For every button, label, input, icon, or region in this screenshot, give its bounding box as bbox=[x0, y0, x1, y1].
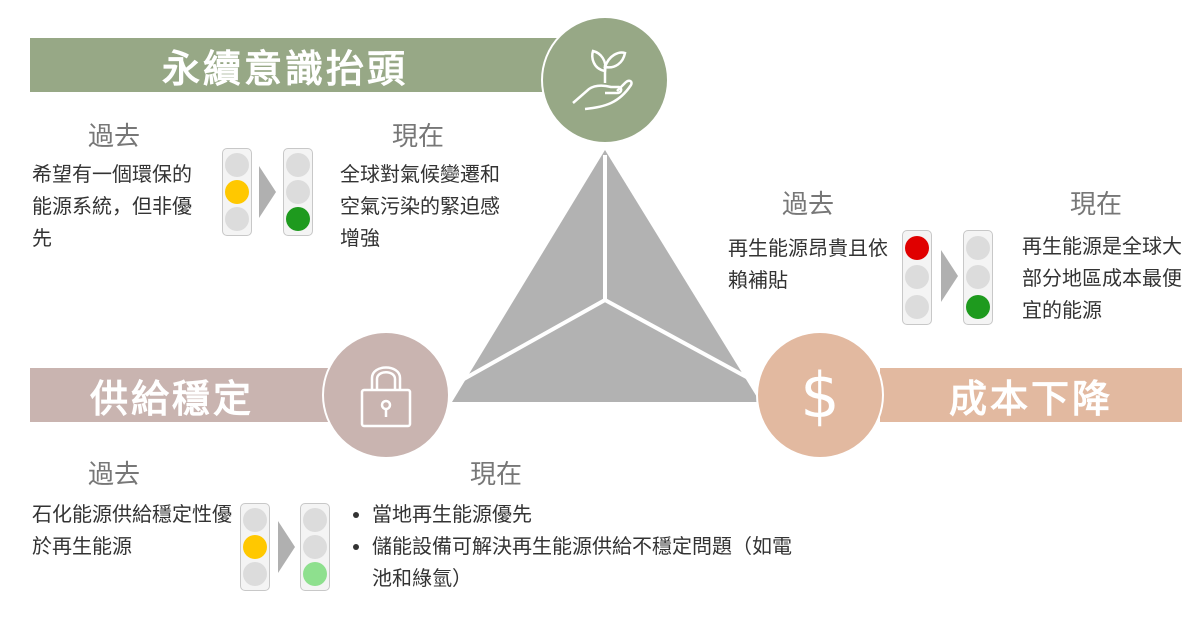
triangle-divider bbox=[461, 298, 606, 382]
now-label: 現在 bbox=[470, 460, 523, 490]
light-off bbox=[966, 265, 990, 290]
light-green bbox=[966, 295, 990, 320]
light-yellow bbox=[243, 534, 267, 559]
light-off bbox=[225, 207, 249, 232]
lock-icon bbox=[360, 366, 412, 428]
supply-banner: 供給穩定 bbox=[30, 368, 330, 422]
sustainability-circle bbox=[541, 16, 669, 144]
now-label: 現在 bbox=[392, 122, 445, 152]
traffic-light-now bbox=[963, 230, 993, 325]
traffic-light-past bbox=[222, 148, 252, 236]
traffic-light-now bbox=[283, 148, 313, 236]
plant-in-hand-icon bbox=[572, 49, 633, 111]
triangle-divider bbox=[604, 298, 753, 382]
past-text: 希望有一個環保的能源系統，但非優先 bbox=[32, 162, 192, 250]
light-off bbox=[243, 562, 267, 587]
bullet-item: 儲能設備可解決再生能源供給不穩定問題（如電池和綠氫） bbox=[372, 530, 802, 594]
traffic-light-past bbox=[240, 503, 270, 591]
arrow-icon bbox=[259, 166, 276, 218]
light-red bbox=[905, 235, 929, 260]
traffic-light-past bbox=[902, 230, 932, 325]
light-off bbox=[905, 265, 929, 290]
arrow-icon bbox=[941, 250, 958, 302]
light-off bbox=[303, 507, 327, 532]
bullet-item: 當地再生能源優先 bbox=[372, 498, 802, 530]
light-pale-green bbox=[303, 562, 327, 587]
now-text: 全球對氣候變遷和空氣污染的緊迫感增強 bbox=[340, 162, 500, 250]
past-label: 過去 bbox=[88, 122, 141, 152]
now-bullet-list: 當地再生能源優先 儲能設備可解決再生能源供給不穩定問題（如電池和綠氫） bbox=[350, 498, 802, 594]
light-off bbox=[286, 152, 310, 177]
light-off bbox=[286, 179, 310, 204]
past-label: 過去 bbox=[88, 460, 141, 490]
light-off bbox=[905, 295, 929, 320]
light-off bbox=[303, 534, 327, 559]
supply-circle bbox=[322, 331, 450, 459]
sustainability-banner: 永續意識抬頭 bbox=[30, 38, 570, 92]
dollar-icon: $ bbox=[756, 331, 884, 459]
now-label: 現在 bbox=[1070, 190, 1123, 220]
past-text: 再生能源昂貴且依賴補貼 bbox=[728, 236, 888, 292]
light-off bbox=[966, 235, 990, 260]
past-label: 過去 bbox=[782, 190, 835, 220]
now-text: 再生能源是全球大部分地區成本最便宜的能源 bbox=[1022, 234, 1182, 322]
light-off bbox=[243, 507, 267, 532]
arrow-icon bbox=[278, 521, 295, 573]
traffic-light-now bbox=[300, 503, 330, 591]
light-yellow bbox=[225, 179, 249, 204]
light-green bbox=[286, 207, 310, 232]
past-text: 石化能源供給穩定性優於再生能源 bbox=[32, 502, 232, 558]
cost-banner: 成本下降 bbox=[880, 368, 1182, 422]
light-off bbox=[225, 152, 249, 177]
